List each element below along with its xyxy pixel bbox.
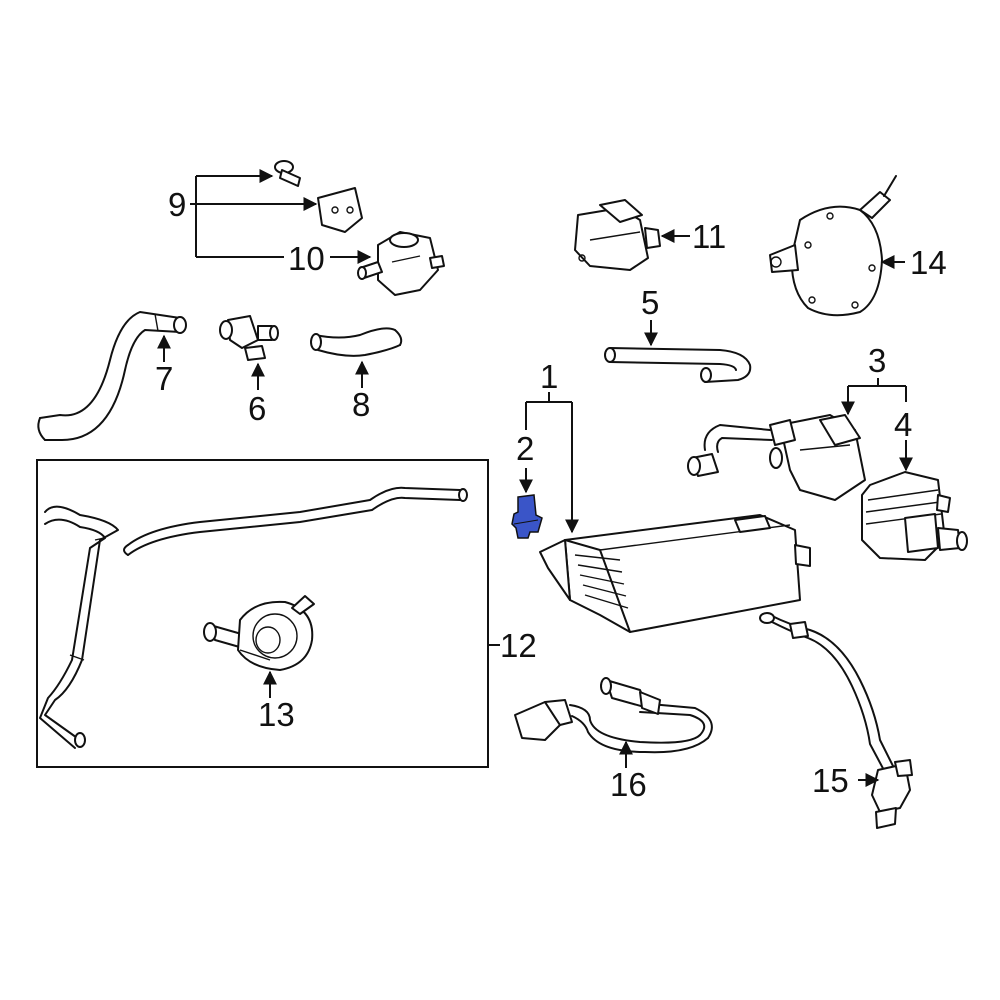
part-13-vacuum-valve bbox=[203, 595, 315, 671]
part-5-hose bbox=[604, 347, 752, 383]
part-14-vacuum-pump bbox=[769, 175, 897, 317]
part-10-vsv-valve bbox=[357, 231, 445, 296]
callout-2: 2 bbox=[516, 430, 534, 467]
callout-12: 12 bbox=[500, 627, 537, 664]
callout-7: 7 bbox=[155, 360, 173, 397]
callout-1: 1 bbox=[540, 358, 558, 395]
callout-6: 6 bbox=[248, 390, 266, 427]
part-1-charcoal-canister bbox=[539, 514, 811, 633]
part-9-bracket bbox=[317, 187, 363, 233]
callout-8: 8 bbox=[352, 386, 370, 423]
part-7-hose bbox=[37, 311, 187, 441]
part-6-check-valve bbox=[219, 315, 279, 361]
callout-13: 13 bbox=[258, 696, 295, 733]
part-3-purge-valve bbox=[687, 414, 866, 501]
part-11-pressure-sensor bbox=[574, 199, 661, 271]
part-15-sensor-harness bbox=[759, 612, 913, 829]
kit-hose-left bbox=[39, 505, 119, 749]
part-4-vsv-unit bbox=[861, 471, 968, 561]
callout-10: 10 bbox=[288, 240, 325, 277]
part-2-highlighted-connector bbox=[511, 494, 543, 539]
callout-11: 11 bbox=[692, 218, 726, 255]
kit-hose-long bbox=[123, 486, 468, 556]
callout-9: 9 bbox=[168, 186, 186, 223]
callout-3: 3 bbox=[868, 342, 886, 379]
kit-frame-12 bbox=[36, 459, 489, 768]
callout-4: 4 bbox=[894, 406, 912, 443]
callout-16: 16 bbox=[610, 766, 647, 803]
callout-15: 15 bbox=[812, 762, 849, 799]
callout-14: 14 bbox=[910, 244, 947, 281]
part-8-hose bbox=[310, 327, 403, 357]
part-16-sensor-harness bbox=[514, 677, 713, 754]
callout-5: 5 bbox=[641, 284, 659, 321]
part-9-bolt bbox=[274, 160, 301, 187]
